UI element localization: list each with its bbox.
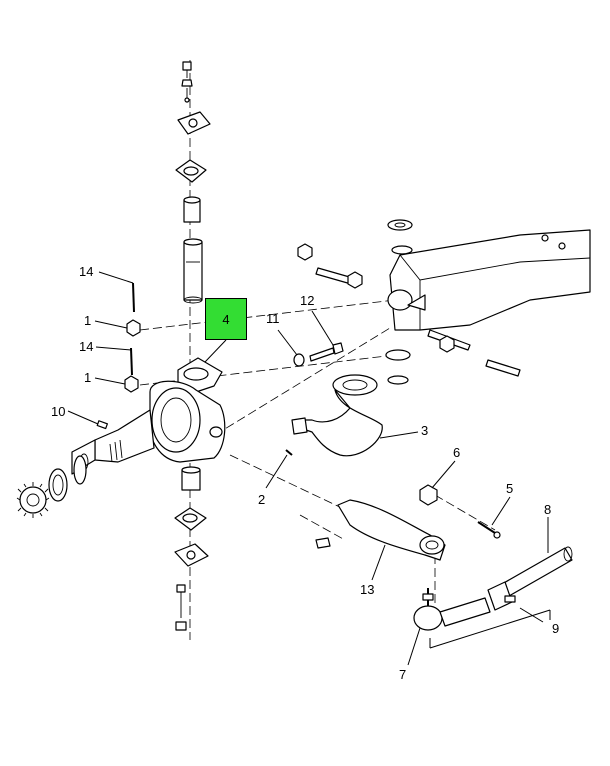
bolt-12 — [309, 342, 344, 362]
kingpin — [183, 238, 203, 304]
upper-bushing — [175, 159, 207, 183]
beam-bolt-left — [297, 243, 363, 289]
callout-12[interactable]: 12 — [300, 293, 315, 308]
leader-1a — [94, 320, 128, 329]
assembly-line-arm — [214, 327, 391, 436]
cotter-pin-2 — [285, 449, 293, 456]
leader-2 — [265, 454, 288, 489]
leader-6 — [431, 460, 456, 489]
upper-cap — [177, 111, 211, 135]
leader-10 — [67, 410, 99, 425]
tube-clamp — [487, 581, 516, 611]
lower-sleeve — [181, 466, 201, 491]
upper-cap-bolt — [181, 61, 193, 103]
assembly-line-upper — [139, 299, 396, 331]
leader-11 — [277, 329, 298, 356]
upper-sleeve — [183, 196, 201, 223]
assembly-bracket-9 — [429, 609, 551, 649]
assembly-line-cotter — [434, 494, 496, 531]
tie-rod-end-7 — [413, 588, 491, 631]
castle-nut-6 — [419, 484, 438, 506]
leader-4 — [204, 339, 227, 363]
callout-14[interactable]: 14 — [79, 339, 94, 354]
axle-beam — [387, 229, 591, 331]
leader-7 — [407, 627, 421, 666]
callout-10[interactable]: 10 — [51, 404, 66, 419]
callout-13[interactable]: 13 — [360, 582, 375, 597]
leader-14a — [98, 271, 134, 284]
nut-upper — [126, 319, 141, 337]
beam-spacer-top — [391, 245, 413, 255]
leader-1b — [94, 377, 126, 385]
callout-6[interactable]: 6 — [453, 445, 461, 460]
callout-8[interactable]: 8 — [544, 502, 552, 517]
beam-washer-bottom — [385, 349, 411, 385]
beam-washer-top — [387, 219, 413, 231]
callout-5[interactable]: 5 — [506, 481, 514, 496]
cotter-pin-5 — [477, 521, 501, 539]
lower-bushing — [174, 507, 207, 531]
leader-5 — [491, 496, 511, 526]
steering-arm-3 — [291, 374, 383, 457]
callout-14[interactable]: 14 — [79, 264, 94, 279]
callout-3[interactable]: 3 — [421, 423, 429, 438]
callout-1[interactable]: 1 — [84, 370, 92, 385]
key-10 — [96, 420, 108, 430]
spindle-washer — [48, 455, 87, 502]
leader-13 — [371, 544, 386, 581]
leader-12 — [311, 310, 334, 346]
leader-9 — [519, 607, 544, 623]
washer-11 — [293, 353, 305, 367]
callout-2[interactable]: 2 — [258, 492, 266, 507]
lower-cap — [174, 543, 209, 567]
assembly-line-key — [299, 514, 346, 541]
nut-lower — [124, 375, 139, 393]
pin-upper — [132, 282, 135, 313]
leader-14b — [95, 346, 132, 351]
pin-lower — [130, 347, 133, 376]
callout-4: 4 — [222, 311, 230, 327]
beam-bolt-right — [427, 329, 521, 377]
steering-knuckle — [71, 357, 226, 475]
highlighted-part-callout[interactable]: 4 — [205, 298, 247, 340]
callout-7[interactable]: 7 — [399, 667, 407, 682]
callout-11[interactable]: 11 — [266, 311, 280, 326]
toothed-washer — [16, 482, 50, 518]
leader-3 — [379, 431, 419, 439]
steering-arm-13 — [315, 499, 446, 561]
callout-1[interactable]: 1 — [84, 313, 92, 328]
lower-cap-bolt — [175, 584, 187, 631]
callout-9[interactable]: 9 — [552, 621, 560, 636]
